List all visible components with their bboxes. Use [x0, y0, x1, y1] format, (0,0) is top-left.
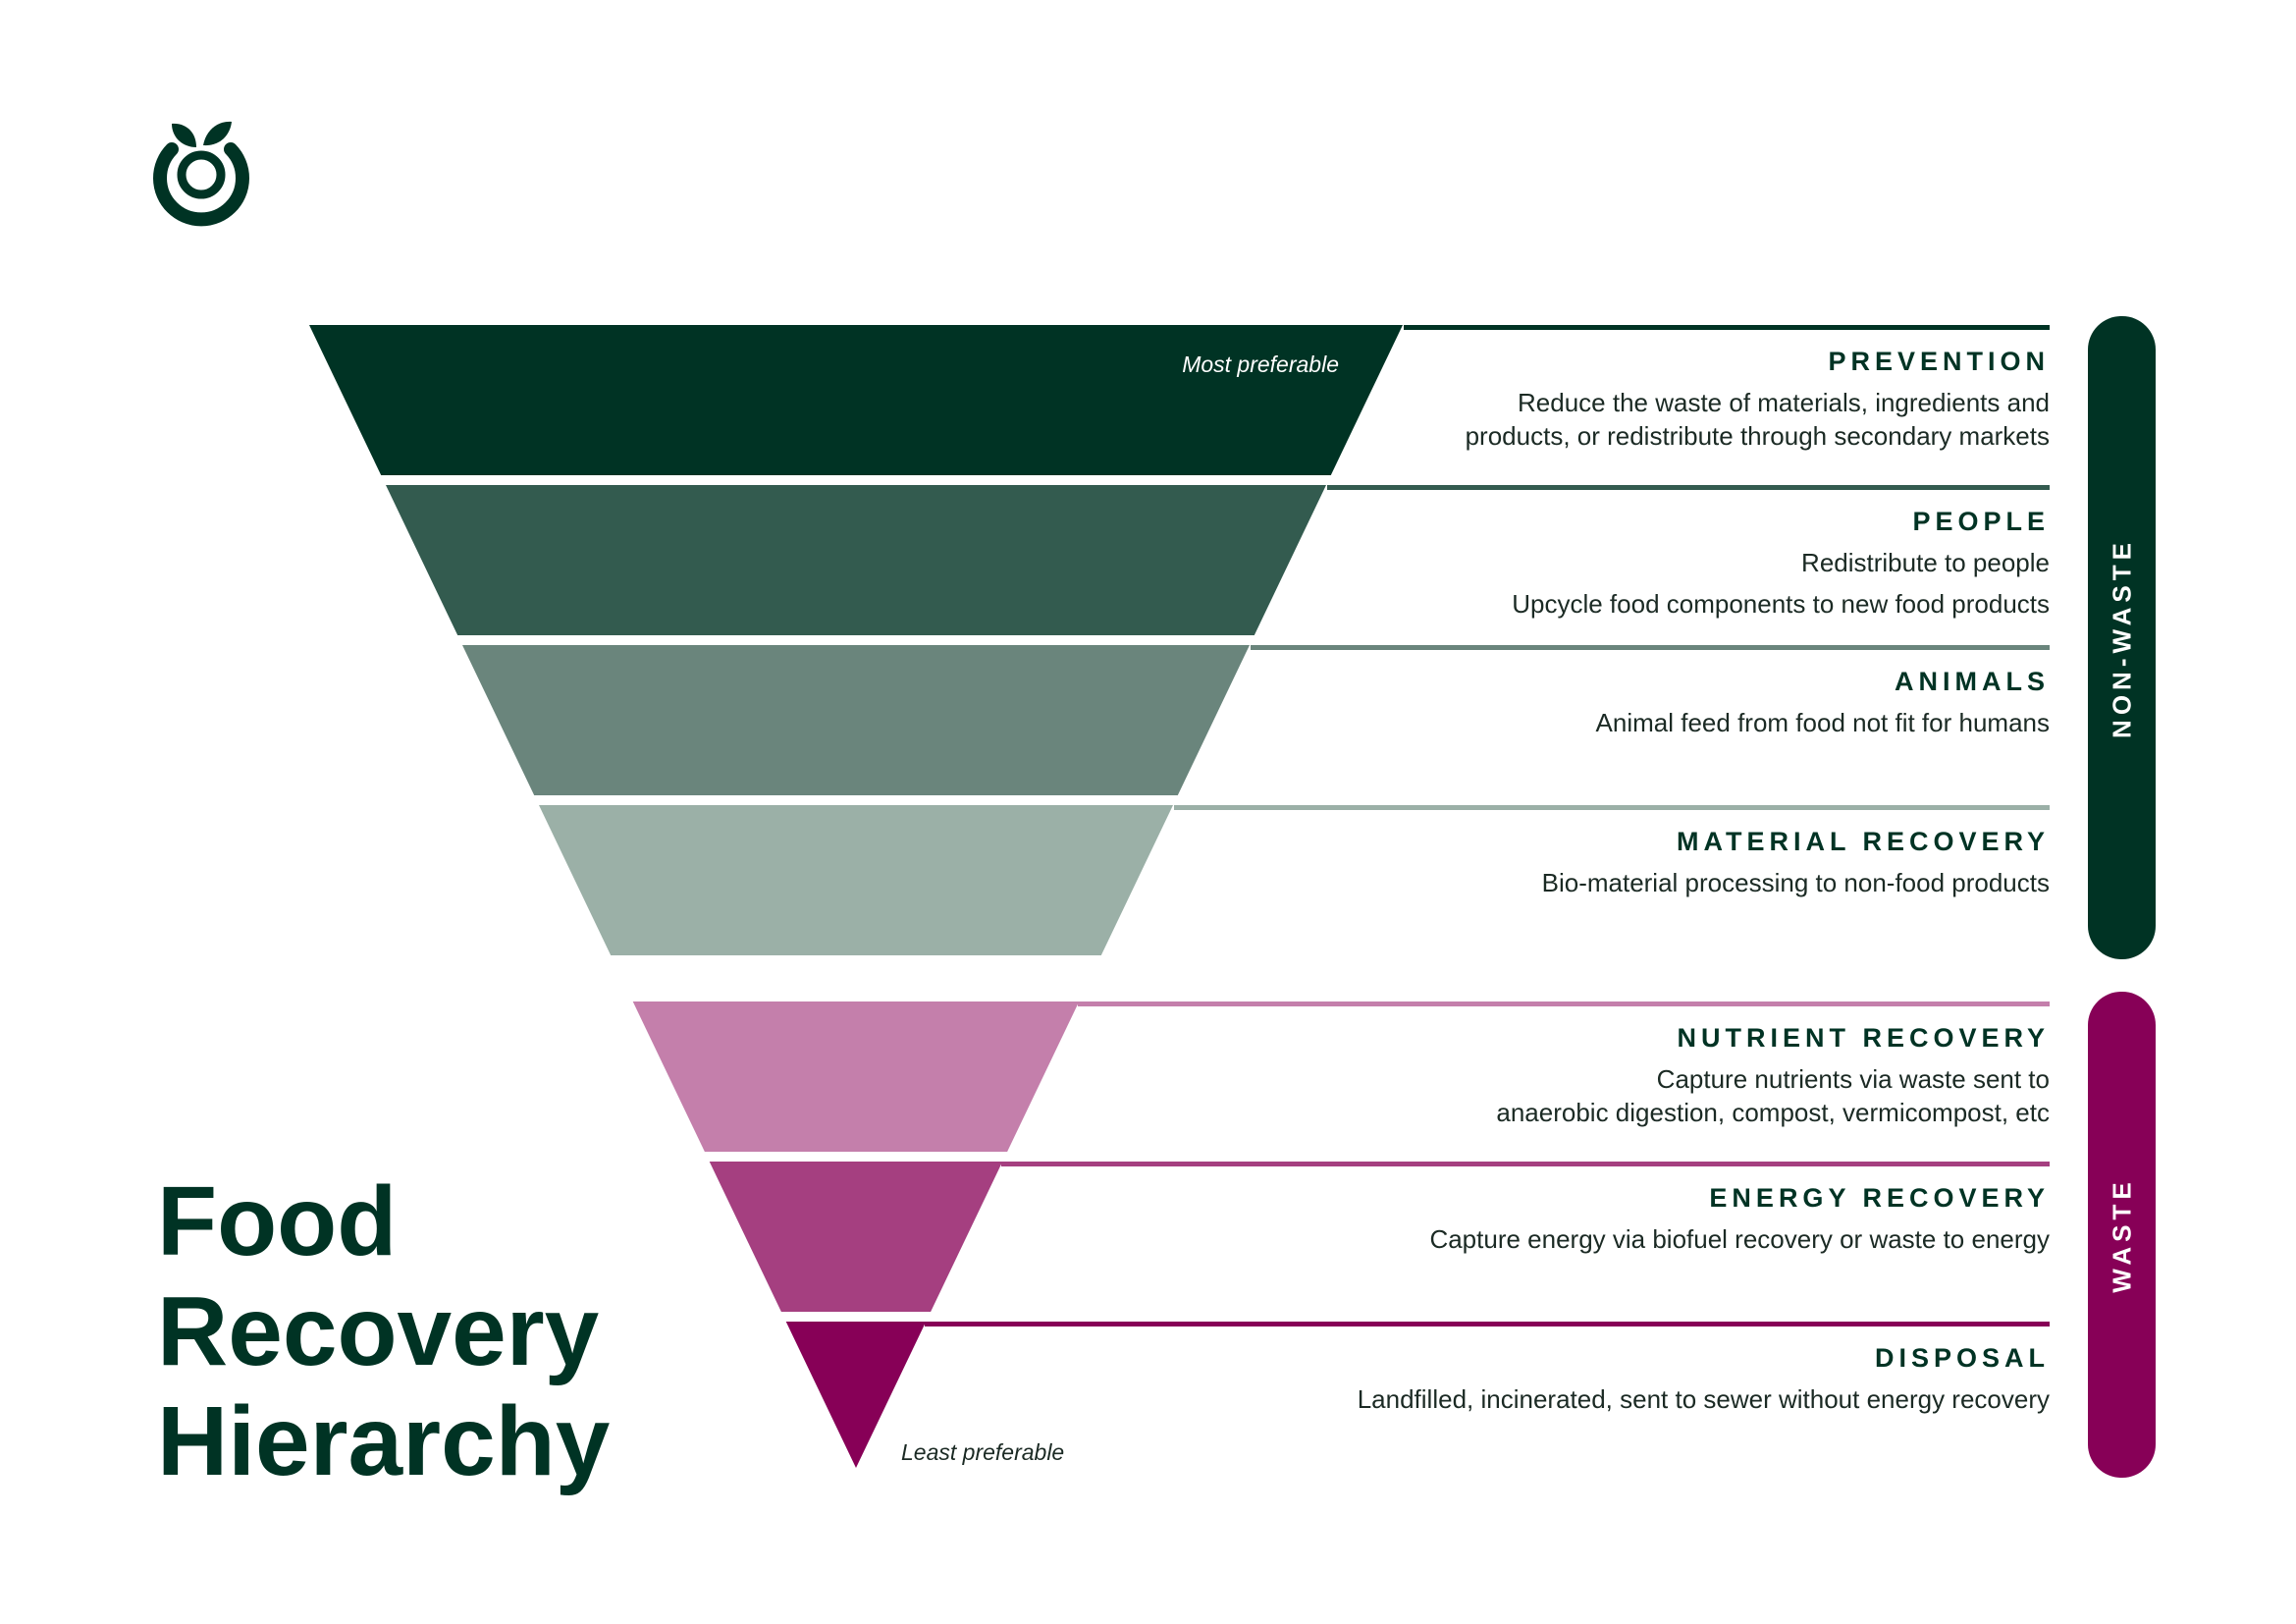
tier-description-line: Redistribute to people: [1801, 548, 2050, 577]
tier-title: PREVENTION: [1828, 347, 2050, 376]
group-bar-waste: [2088, 992, 2156, 1478]
tier-title: MATERIAL RECOVERY: [1676, 827, 2050, 856]
tier-band-people: [386, 485, 1326, 635]
tier-band-animals: [462, 645, 1250, 795]
tier-title: PEOPLE: [1912, 507, 2050, 536]
tier-description-line: Animal feed from food not fit for humans: [1595, 708, 2050, 737]
group-bar-non-waste: [2088, 316, 2156, 959]
tier-band-energy-recovery: [709, 1162, 1003, 1312]
page-title-line: Food: [157, 1166, 398, 1276]
page-title-line: Recovery: [157, 1276, 600, 1386]
tier-description-line: Capture nutrients via waste sent to: [1656, 1064, 2050, 1094]
tier-description-line: Upcycle food components to new food prod…: [1512, 589, 2050, 619]
tier-band-material-recovery: [539, 805, 1173, 955]
tier-description-line: Bio-material processing to non-food prod…: [1541, 868, 2050, 897]
tier-description-line: Reduce the waste of materials, ingredien…: [1518, 388, 2050, 417]
tier-band-prevention: [309, 325, 1403, 475]
tier-description-line: Capture energy via biofuel recovery or w…: [1429, 1224, 2050, 1254]
least-preferable-label: Least preferable: [901, 1439, 1065, 1465]
tier-band-disposal: [785, 1322, 927, 1468]
tier-title: ANIMALS: [1895, 667, 2050, 696]
group-label-non-waste: NON-WASTE: [2107, 537, 2136, 738]
tier-description-line: products, or redistribute through second…: [1465, 421, 2050, 451]
tier-description-line: Landfilled, incinerated, sent to sewer w…: [1357, 1384, 2050, 1414]
tier-title: DISPOSAL: [1874, 1343, 2050, 1373]
most-preferable-label: Most preferable: [1182, 352, 1339, 377]
page-title: Food Recovery Hierarchy: [157, 1166, 610, 1496]
group-label-waste: WASTE: [2107, 1176, 2136, 1293]
tier-title: NUTRIENT RECOVERY: [1677, 1023, 2050, 1053]
tier-band-nutrient-recovery: [632, 1001, 1080, 1152]
brand-logo-icon: [153, 121, 249, 227]
page-title-line: Hierarchy: [157, 1386, 611, 1496]
tier-description-line: anaerobic digestion, compost, vermicompo…: [1496, 1098, 2050, 1127]
tier-title: ENERGY RECOVERY: [1709, 1183, 2050, 1213]
